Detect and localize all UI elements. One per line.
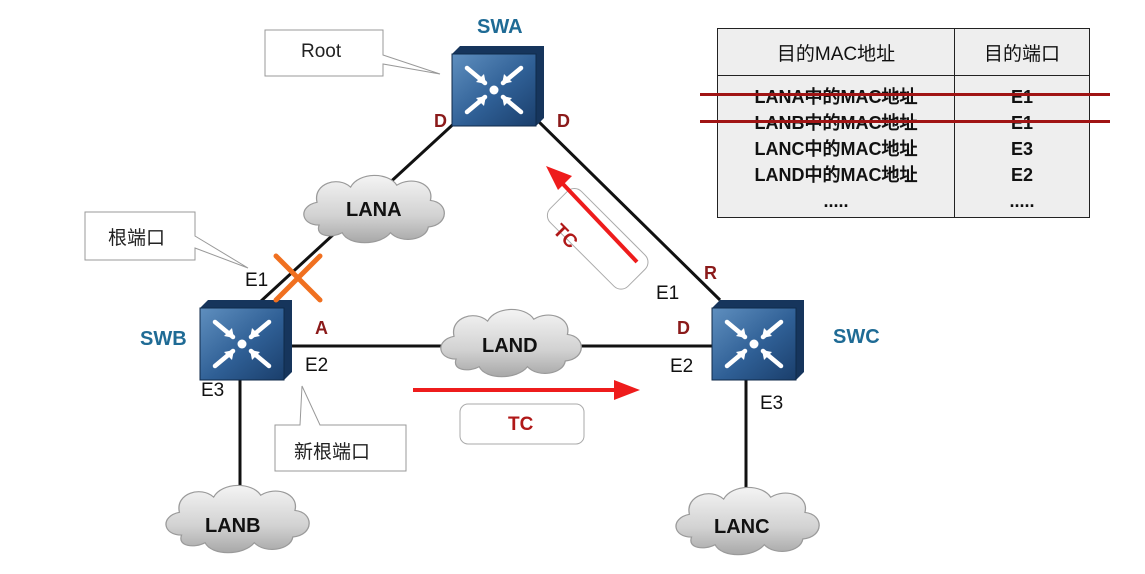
root-callout-text: Root: [301, 41, 342, 62]
swa-name: SWA: [477, 16, 523, 38]
mac-header-dest-mac: 目的MAC地址: [717, 28, 955, 76]
swc-e1-port-role: R: [704, 263, 717, 283]
tc-upper-box: [546, 188, 649, 290]
tc-upper-arrow-head: [546, 166, 572, 190]
mac-column-addresses: LANA中的MAC地址 LANB中的MAC地址 LANC中的MAC地址 LAND…: [717, 75, 955, 218]
root-port-callout-text: 根端口: [108, 227, 166, 249]
new-root-port-callout-box: [274, 385, 407, 472]
mac-header-dest-port: 目的端口: [954, 28, 1090, 76]
swc-e2-port-role: D: [677, 318, 690, 338]
root-callout-box: [264, 29, 441, 77]
mac-row-port: E1: [1010, 113, 1034, 133]
swb-e3-port: E3: [201, 380, 225, 401]
mac-row-address: LANB中的MAC地址: [754, 113, 918, 133]
swc-e3-port: E3: [760, 393, 784, 414]
swa-left-port-role: D: [434, 111, 447, 131]
mac-address-table: 目的MAC地址 目的端口 LANA中的MAC地址 LANB中的MAC地址 LAN…: [717, 28, 1090, 218]
strike-row-lana: [700, 93, 1110, 96]
blocked-port-cross-icon: [273, 253, 323, 303]
swb-e2-port-role: A: [315, 318, 328, 338]
land-label: LAND: [482, 335, 538, 357]
mac-row-address: LANC中的MAC地址: [754, 139, 918, 159]
swc-name: SWC: [833, 326, 880, 348]
mac-column-ports: E1 E1 E3 E2 .....: [954, 75, 1090, 218]
tc-upper-arrow-shaft: [560, 181, 639, 264]
switch-swb-icon: [200, 300, 292, 380]
swb-e2-port: E2: [305, 355, 329, 376]
lanc-label: LANC: [714, 516, 770, 538]
lana-label: LANA: [346, 199, 402, 221]
new-root-port-callout-text: 新根端口: [294, 441, 371, 463]
mac-row-address: LANA中的MAC地址: [754, 87, 918, 107]
tc-lower-arrow-head: [614, 380, 640, 400]
swa-right-port-role: D: [557, 111, 570, 131]
mac-row-port: E3: [1010, 139, 1034, 159]
strike-row-lanb: [700, 120, 1110, 123]
mac-row-port: E2: [1010, 165, 1034, 185]
tc-lower-label: TC: [508, 414, 534, 435]
swc-e1-port: E1: [656, 283, 680, 304]
root-port-callout-box: [84, 211, 249, 269]
swc-e2-port: E2: [670, 356, 694, 377]
mac-row-port: .....: [1009, 191, 1035, 211]
switch-swa-icon: [452, 46, 544, 126]
mac-row-address: LAND中的MAC地址: [754, 165, 918, 185]
lanb-label: LANB: [205, 515, 261, 537]
tc-lower-box: [459, 403, 585, 445]
mac-row-port: E1: [1010, 87, 1034, 107]
mac-row-address: .....: [823, 191, 849, 211]
link-swa-swc: [533, 116, 722, 302]
swb-e1-port: E1: [245, 270, 269, 291]
swb-name: SWB: [140, 328, 187, 350]
switch-swc-icon: [712, 300, 804, 380]
